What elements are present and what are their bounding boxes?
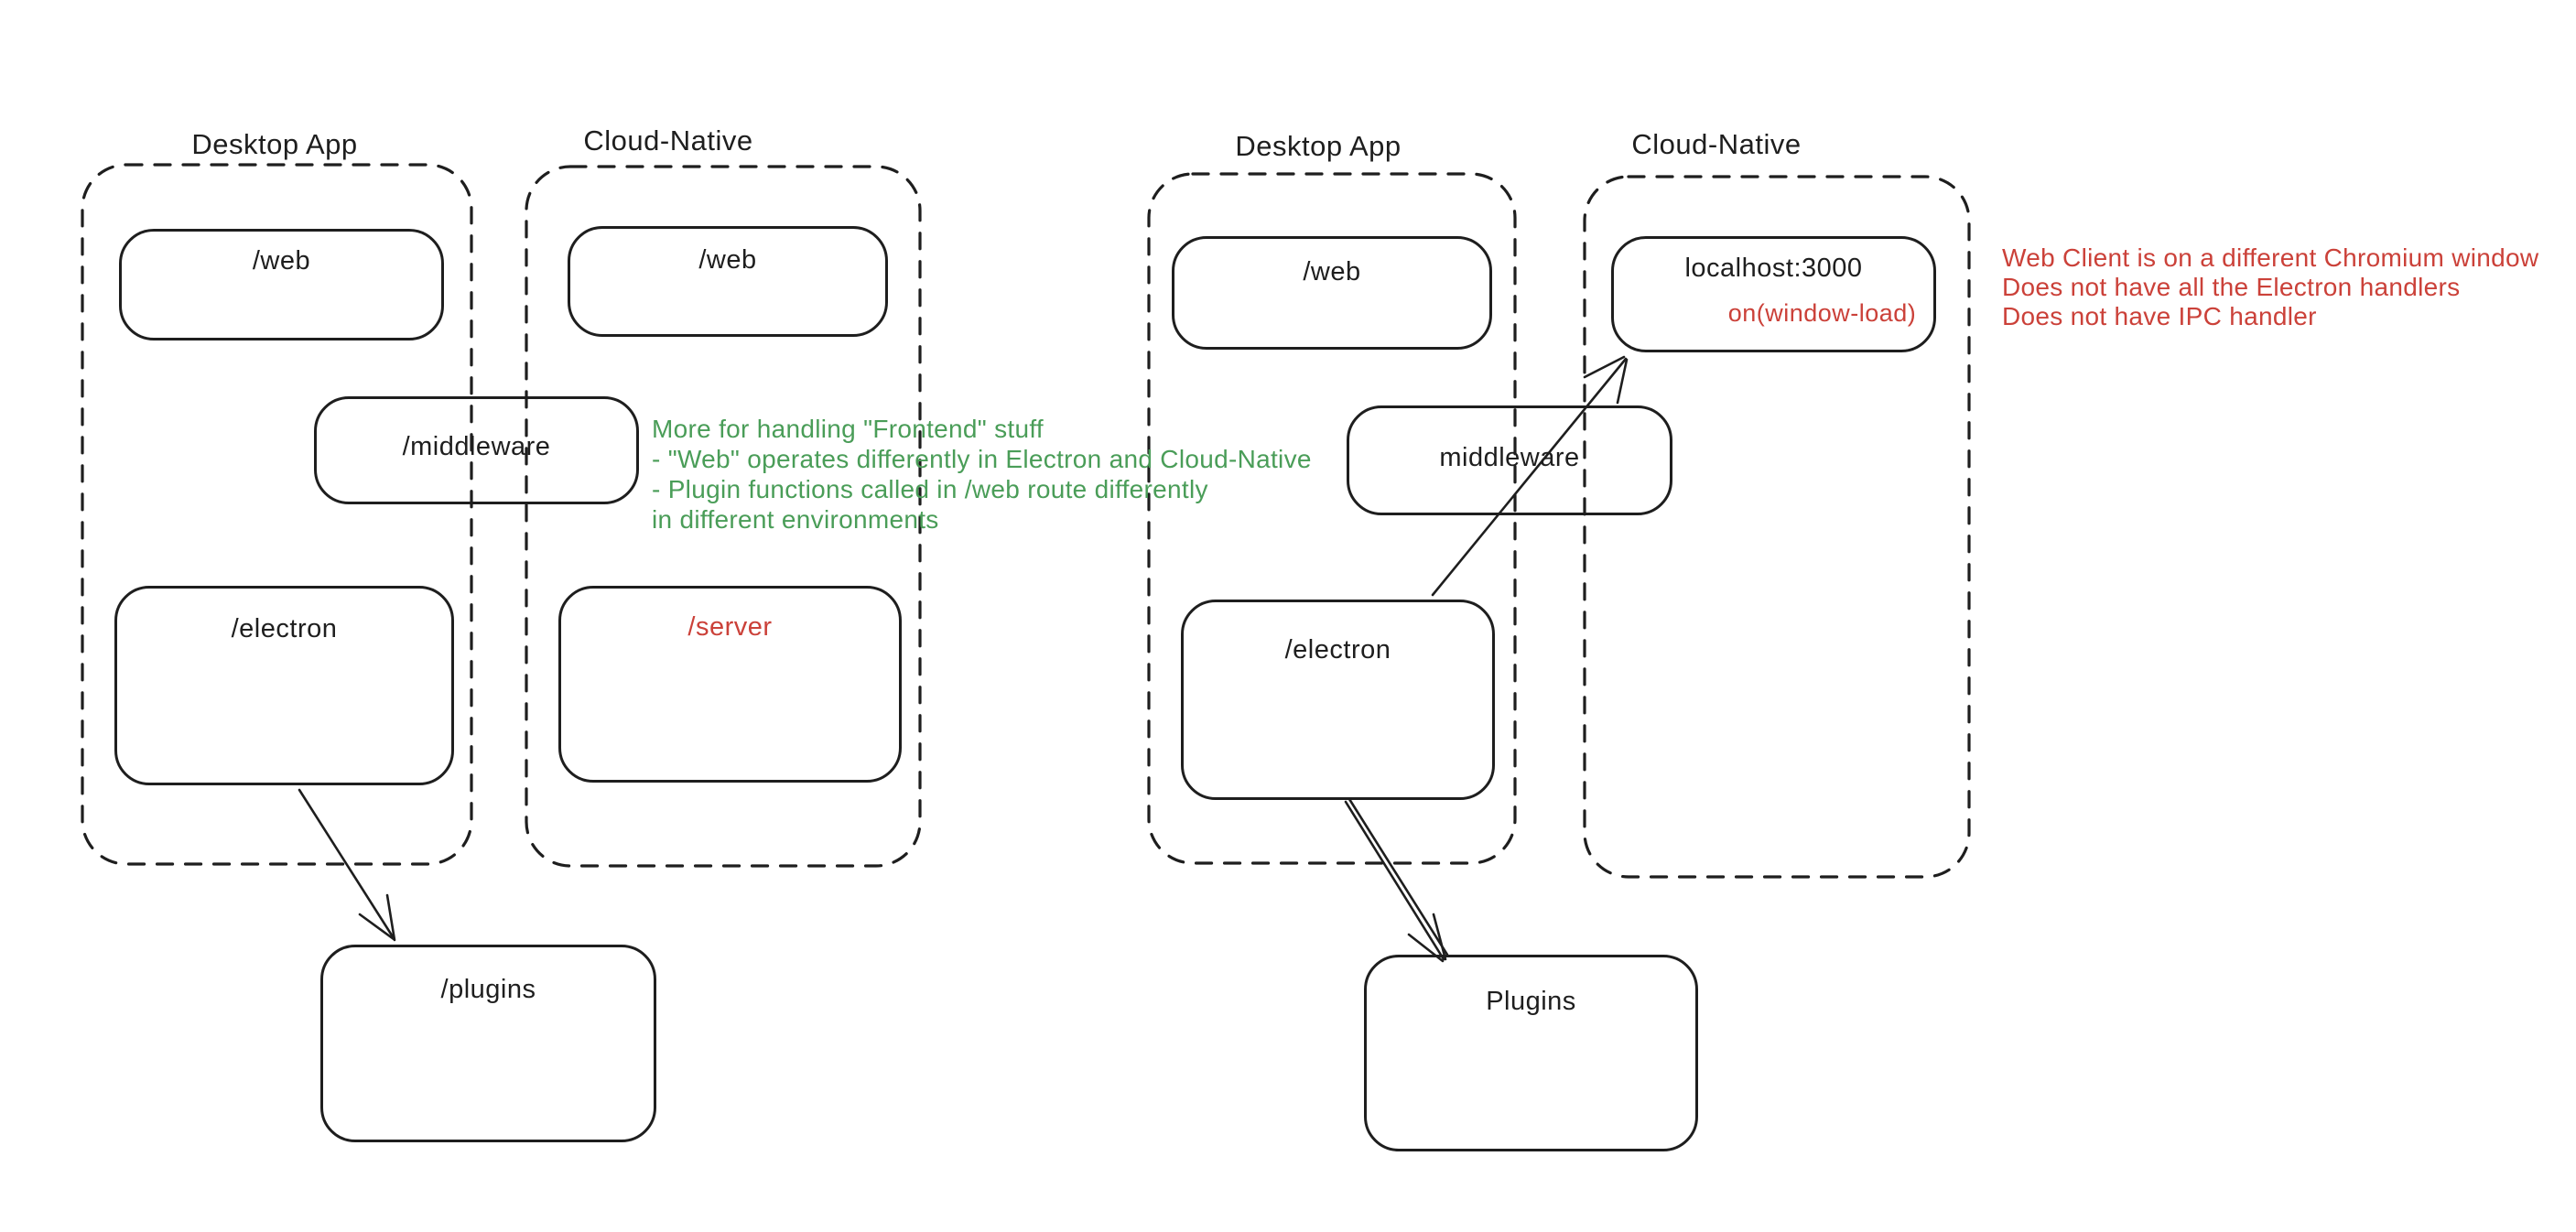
green-annotation-line-3: - Plugin functions called in /web route … xyxy=(652,475,1208,503)
right-web-box: /web xyxy=(1172,236,1492,350)
green-annotation: More for handling "Frontend" stuff - "We… xyxy=(652,414,1312,535)
left-web-box: /web xyxy=(119,229,444,340)
right-localhost-box: localhost:3000 on(window-load) xyxy=(1611,236,1936,352)
left-electron-label: /electron xyxy=(231,614,338,643)
right-localhost-label: localhost:3000 xyxy=(1684,254,1863,283)
left-server-box: /server xyxy=(558,586,902,783)
left-cloud-web-label: /web xyxy=(698,245,757,275)
green-annotation-line-2: - "Web" operates differently in Electron… xyxy=(652,445,1312,473)
red-annotation-line-3: Does not have IPC handler xyxy=(2002,302,2317,330)
left-web-label: /web xyxy=(252,246,311,276)
right-web-label: /web xyxy=(1303,257,1361,286)
arrow-right-electron-to-plugins xyxy=(1344,797,1449,963)
right-plugins-label: Plugins xyxy=(1486,987,1576,1016)
right-desktop-title: Desktop App xyxy=(1235,130,1402,162)
right-cloud-container xyxy=(1583,175,1971,879)
right-plugins-box: Plugins xyxy=(1364,955,1698,1151)
right-middleware-label: middleware xyxy=(1439,443,1580,472)
right-electron-box: /electron xyxy=(1181,600,1495,800)
arrow-left-electron-to-plugins xyxy=(298,788,396,942)
left-plugins-label: /plugins xyxy=(440,975,536,1004)
right-window-load-label: on(window-load) xyxy=(1727,299,1917,327)
left-cloud-web-box: /web xyxy=(568,226,888,337)
green-annotation-line-1: More for handling "Frontend" stuff xyxy=(652,415,1044,443)
green-annotation-line-4: in different environments xyxy=(652,505,939,534)
left-server-label: /server xyxy=(687,612,773,642)
left-middleware-label: /middleware xyxy=(402,432,551,461)
left-desktop-container xyxy=(81,163,473,866)
red-annotation-line-1: Web Client is on a different Chromium wi… xyxy=(2002,243,2539,272)
arrow-right-electron-to-localhost xyxy=(1431,355,1629,597)
right-middleware-box: middleware xyxy=(1347,405,1672,515)
left-cloud-title: Cloud-Native xyxy=(583,124,753,157)
left-plugins-box: /plugins xyxy=(320,945,656,1142)
left-cloud-container xyxy=(525,165,922,868)
red-annotation-line-2: Does not have all the Electron handlers xyxy=(2002,273,2461,301)
left-desktop-title: Desktop App xyxy=(191,128,358,160)
right-cloud-title: Cloud-Native xyxy=(1631,128,1802,160)
right-electron-label: /electron xyxy=(1284,635,1391,665)
red-annotation: Web Client is on a different Chromium wi… xyxy=(2002,243,2538,331)
left-middleware-box: /middleware xyxy=(314,396,639,504)
left-electron-box: /electron xyxy=(114,586,454,785)
